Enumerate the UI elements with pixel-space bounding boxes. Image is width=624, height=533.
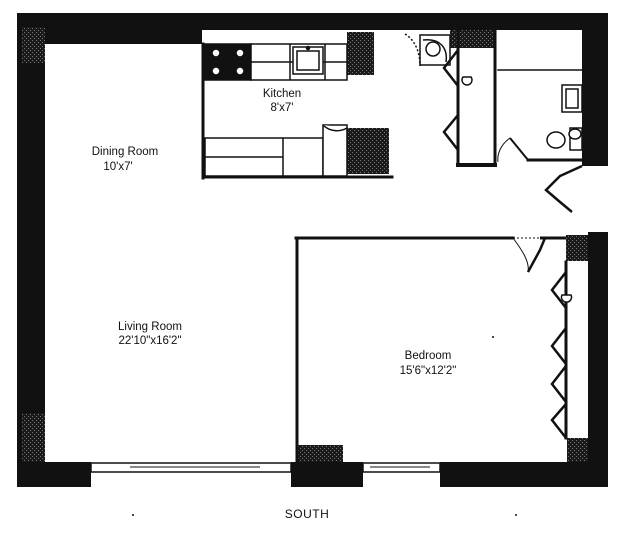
- south-window-left: [90, 462, 292, 473]
- hatch-south-mid: [298, 445, 343, 462]
- hatch-se: [567, 438, 588, 462]
- kitchen-size: 8'x7': [271, 102, 294, 114]
- hatch-nw: [22, 27, 45, 63]
- wall-south-left: [17, 462, 91, 487]
- toilet: [546, 131, 566, 149]
- living-room-size: 22'10"x16'2": [118, 335, 181, 347]
- bathroom-fixtures: [546, 84, 583, 151]
- wall-north-right: [202, 13, 608, 30]
- hatch-north-hall: [450, 30, 495, 48]
- hatch-sw: [22, 413, 45, 462]
- bedroom-size: 15'6"x12'2": [400, 365, 457, 377]
- bedroom-door: [512, 236, 566, 273]
- wall-east-lower: [588, 232, 608, 487]
- kitchen-sink: [292, 45, 324, 75]
- bedroom-closet-doors: [550, 271, 573, 439]
- living-room-name: Living Room: [118, 321, 182, 333]
- south-window-right: [362, 462, 441, 473]
- room-labels: Kitchen 8'x7' Dining Room 10'x7' Living …: [92, 88, 457, 377]
- wall-north-left: [17, 13, 202, 44]
- hatch-kitchen-north: [347, 32, 374, 75]
- wall-south-mid: [291, 462, 363, 487]
- hatch-east-bedroom: [566, 235, 588, 261]
- orientation-label: SOUTH: [285, 507, 330, 521]
- hatched-walls: [22, 27, 588, 462]
- dining-room-size: 10'x7': [103, 161, 132, 173]
- dining-room-name: Dining Room: [92, 146, 158, 158]
- entry-door: [404, 33, 451, 67]
- wall-east-upper: [582, 13, 608, 166]
- interior-walls: [201, 28, 584, 464]
- scan-dots: [132, 336, 517, 516]
- bath-door: [497, 137, 529, 163]
- hall-closet-doors: [442, 49, 473, 151]
- kitchen-stove: [204, 43, 252, 81]
- kitchen-refrigerator: [322, 124, 348, 177]
- wall-south-right: [440, 462, 608, 487]
- kitchen-counter-south: [204, 137, 324, 177]
- east-closet-doors: [544, 164, 583, 213]
- exterior-walls: [17, 13, 608, 487]
- bath-sink: [568, 128, 582, 140]
- wall-west: [17, 13, 45, 487]
- bedroom-name: Bedroom: [405, 350, 452, 362]
- hatch-kitchen-closet: [347, 128, 389, 174]
- kitchen-name: Kitchen: [263, 88, 301, 100]
